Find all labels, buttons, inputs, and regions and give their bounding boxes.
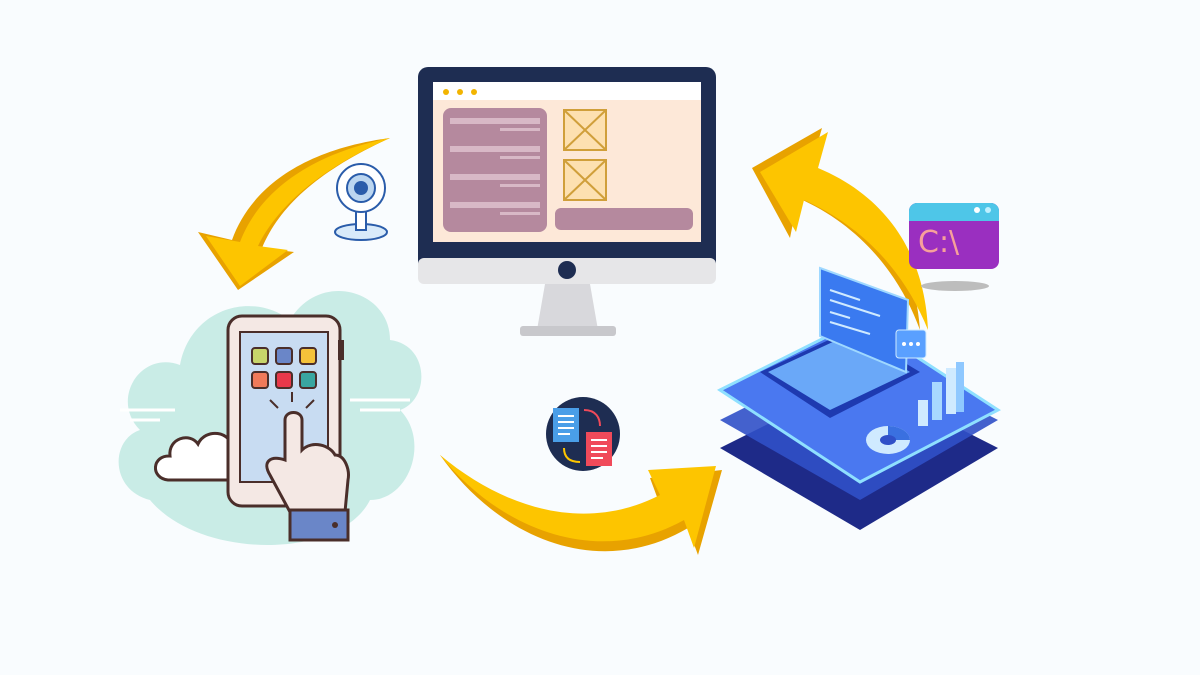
smartphone-touch-icon xyxy=(226,314,350,542)
bar-chart-icon xyxy=(918,362,964,426)
terminal-prompt-text: C:\ xyxy=(918,225,960,260)
monitor-icon xyxy=(418,67,716,336)
webcam-icon xyxy=(334,163,388,241)
pie-chart-icon xyxy=(866,426,910,454)
terminal-window-icon: C:\ xyxy=(909,203,999,291)
arrow-phone-to-laptop-icon xyxy=(440,455,722,555)
file-transfer-icon xyxy=(546,397,620,471)
laptop-platform-icon xyxy=(716,266,1001,530)
arrow-laptop-to-monitor-icon xyxy=(752,128,928,330)
arrow-monitor-to-phone-icon xyxy=(198,138,390,290)
